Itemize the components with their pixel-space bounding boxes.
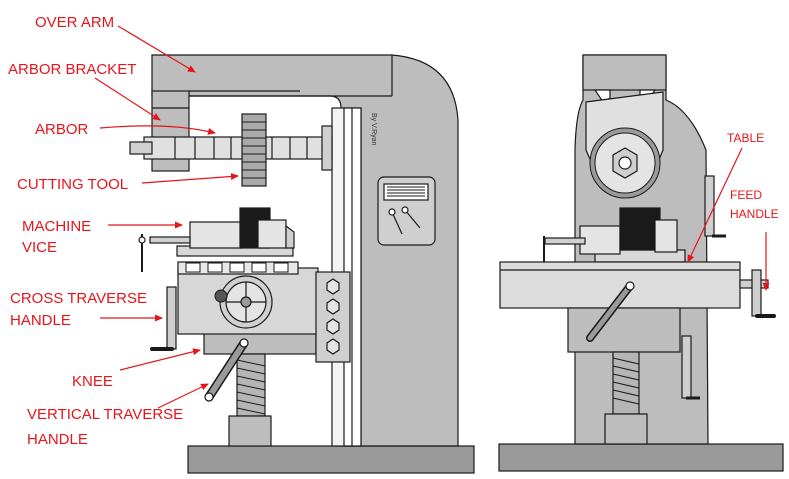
label-table: TABLE — [727, 131, 764, 145]
arrow-knee — [119, 348, 201, 371]
arrow-arbor — [99, 125, 216, 135]
arrow-table — [687, 147, 743, 263]
cross-traverse-handle — [166, 286, 177, 350]
side-view-machine: By V.Ryan — [129, 54, 475, 474]
label-feed-handle-line2: HANDLE — [730, 207, 779, 221]
leader-arrows — [94, 25, 770, 409]
arbor-shaft — [143, 136, 333, 160]
side-column — [151, 54, 459, 447]
label-vertical-traverse-line1: VERTICAL TRAVERSE — [27, 406, 183, 423]
arrow-vertical-traverse — [157, 383, 209, 409]
machine-vice — [138, 207, 295, 272]
label-arbor-bracket: ARBOR BRACKET — [8, 61, 136, 78]
front-base — [498, 443, 784, 472]
label-machine-vice-line2: VICE — [22, 239, 57, 256]
artist-signature: By V.Ryan — [370, 113, 377, 146]
arrow-over-arm — [117, 25, 196, 73]
part-labels: OVER ARM ARBOR BRACKET ARBOR CUTTING TOO… — [8, 14, 779, 448]
label-vertical-traverse-line2: HANDLE — [27, 431, 88, 448]
front-knee — [567, 307, 681, 353]
arrow-arbor-bracket — [94, 77, 161, 121]
front-view-machine — [498, 54, 784, 472]
front-vice — [543, 207, 686, 272]
label-cross-traverse-line1: CROSS TRAVERSE — [10, 290, 147, 307]
label-over-arm: OVER ARM — [35, 14, 114, 31]
label-cutting-tool: CUTTING TOOL — [17, 176, 128, 193]
label-cross-traverse-line2: HANDLE — [10, 312, 71, 329]
wheel-knob — [214, 289, 228, 303]
side-base — [187, 445, 475, 474]
label-knee: KNEE — [72, 373, 113, 390]
label-feed-handle-line1: FEED — [730, 188, 762, 202]
cutting-tool — [241, 113, 267, 187]
label-arbor: ARBOR — [35, 121, 89, 138]
arrow-cutting-tool — [141, 173, 239, 184]
label-machine-vice-line1: MACHINE — [22, 218, 91, 235]
